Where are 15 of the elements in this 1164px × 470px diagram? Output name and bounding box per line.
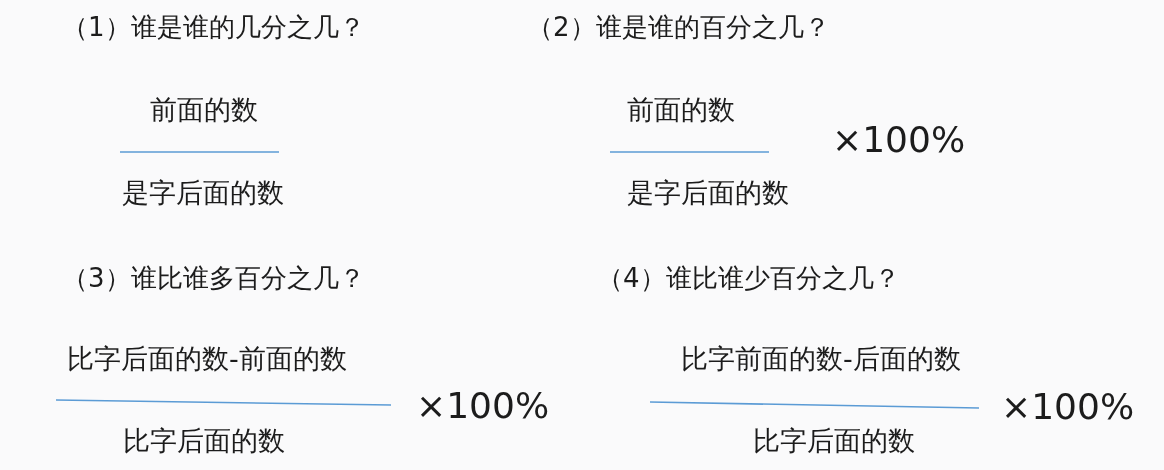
denominator-text: 是字后面的数 <box>122 176 284 210</box>
question-heading: （4）谁比谁少百分之几？ <box>597 263 900 295</box>
question-heading: （3）谁比谁多百分之几？ <box>62 263 365 295</box>
numerator-text: 比字前面的数-后面的数 <box>681 342 961 376</box>
numerator-text: 前面的数 <box>150 93 258 127</box>
multiplier-text: ×100% <box>416 384 550 428</box>
question-heading: （2）谁是谁的百分之几？ <box>527 12 830 44</box>
denominator-text: 比字后面的数 <box>123 424 285 458</box>
question-heading: （1）谁是谁的几分之几？ <box>62 12 365 44</box>
denominator-text: 是字后面的数 <box>627 176 789 210</box>
multiplier-text: ×100% <box>832 118 966 162</box>
denominator-text: 比字后面的数 <box>753 424 915 458</box>
multiplier-text: ×100% <box>1001 385 1135 429</box>
numerator-text: 比字后面的数-前面的数 <box>67 342 347 376</box>
numerator-text: 前面的数 <box>627 93 735 127</box>
